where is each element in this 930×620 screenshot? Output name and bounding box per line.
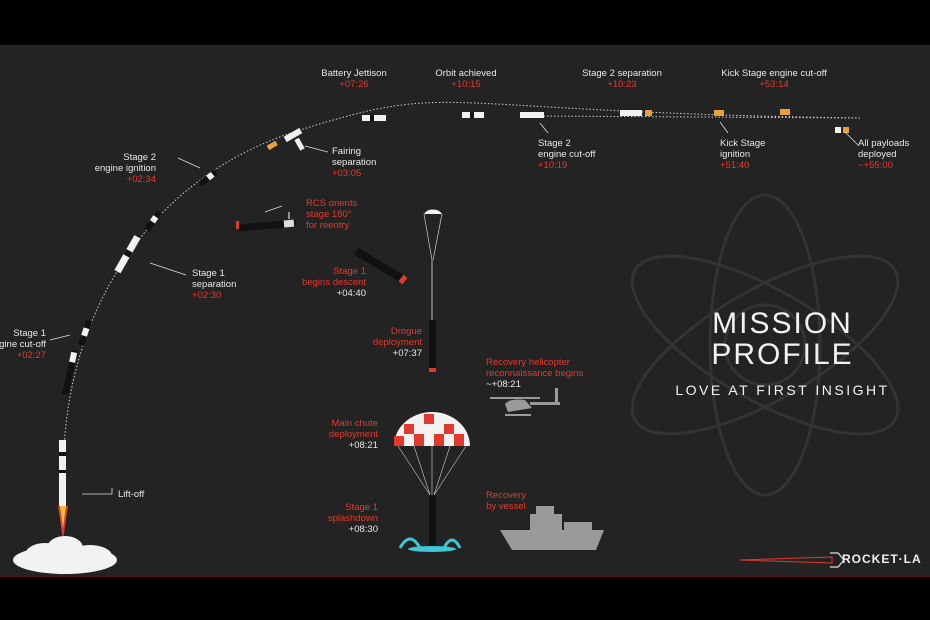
event-label-line2: engine ignition: [94, 163, 156, 174]
liftoff-callout: Lift-off: [118, 489, 144, 500]
event-time: +03:05: [332, 168, 362, 179]
event-label-line2: begins descent: [302, 277, 366, 288]
title-line1: MISSION: [712, 307, 853, 340]
rocket-lab-logo: [739, 552, 845, 568]
event-label-line1: Recovery: [485, 490, 527, 501]
orbit-line: [539, 115, 861, 119]
title-line2: PROFILE: [711, 338, 854, 371]
event-label-line2: deployment: [372, 337, 422, 348]
event-label-line2: ignition: [720, 149, 751, 160]
stage2-ignition-callout: Stage 2 engine ignition +02:34: [76, 152, 156, 185]
event-label-line1: Fairing: [332, 146, 362, 157]
event-time: +02:34: [126, 174, 156, 185]
kick-stage-cutoff-callout: Kick Stage engine cut-off +53:14: [712, 68, 836, 90]
subtitle: LOVE AT FIRST INSIGHT: [675, 382, 890, 398]
event-label: Lift-off: [118, 489, 145, 500]
stage2-cutoff-callout: Stage 2 engine cut-off +10:19: [538, 138, 595, 171]
event-time: +07:37: [392, 348, 422, 359]
event-label-line1: Stage 1: [192, 268, 225, 279]
event-label-line1: Main chute: [331, 418, 378, 429]
event-label: Battery Jettison: [321, 68, 387, 79]
event-label: Stage 2 separation: [582, 68, 662, 79]
stage2-separation-callout: Stage 2 separation +10:23: [576, 68, 668, 90]
event-time: +02:27: [16, 350, 46, 361]
event-label-line2: separation: [332, 157, 377, 168]
ascending-rocket-positions: [59, 109, 849, 506]
event-label-line2: engine cut-off: [538, 149, 596, 160]
stage1-descent-callout: Stage 1 begins descent +04:40: [288, 266, 366, 299]
event-label: Orbit achieved: [435, 68, 497, 79]
event-time: +10:23: [607, 79, 637, 90]
stage1-descent-graphics: [236, 209, 470, 552]
event-label-line1: Stage 2: [538, 138, 571, 149]
event-label-line2: by vessel: [486, 501, 526, 512]
event-label-line2: engine cut-off: [0, 339, 46, 350]
ascent-trajectory: [63, 101, 861, 451]
event-label-line2: deployed: [858, 149, 897, 160]
event-time: +10:15: [451, 79, 481, 90]
event-time: +08:21: [348, 440, 378, 451]
rcs-orient-callout: RCS orients stage 180° for reentry: [306, 198, 357, 231]
event-time: +10:19: [538, 160, 568, 171]
event-time: +08:30: [348, 524, 378, 535]
event-time: +51:40: [720, 160, 750, 171]
event-time: +07:26: [339, 79, 369, 90]
atom-emblem-watermark: [630, 193, 900, 497]
splashdown-callout: Stage 1 splashdown +08:30: [298, 502, 378, 535]
event-label-line1: Stage 2: [123, 152, 156, 163]
event-label-line2: splashdown: [327, 513, 378, 524]
event-label-line2: reconnaissance begins: [486, 368, 584, 379]
event-time: ~+55:00: [858, 160, 893, 171]
orbit-achieved-callout: Orbit achieved +10:15: [426, 68, 506, 90]
recovery-vessel-callout: Recovery by vessel: [476, 490, 536, 512]
callout-lines: [49, 121, 859, 495]
helicopter-recon-callout: Recovery helicopter reconnaissance begin…: [486, 357, 583, 390]
event-label-line1: Stage 1: [13, 328, 46, 339]
diagram-panel: [0, 45, 930, 577]
event-label-line2: separation: [192, 279, 237, 290]
event-label-line1: Stage 1: [333, 266, 366, 277]
event-label-line1: RCS orients: [306, 198, 358, 209]
helicopter-icon: [490, 388, 560, 416]
stage1-separation-callout: Stage 1 separation +02:30: [192, 268, 236, 301]
event-label-line1: Drogue: [390, 326, 422, 337]
event-label-line1: Kick Stage: [720, 138, 766, 149]
event-label-line3: for reentry: [306, 220, 350, 231]
launch-exhaust-cloud: [13, 506, 117, 574]
event-label-line2: deployment: [328, 429, 378, 440]
event-label-line1: Stage 1: [345, 502, 378, 513]
recovery-ship-icon: [500, 506, 604, 550]
event-time: +04:40: [336, 288, 366, 299]
event-time: +53:14: [759, 79, 789, 90]
battery-jettison-callout: Battery Jettison +07:26: [316, 68, 392, 90]
brand-wordmark: ROCKET·LA: [842, 552, 922, 566]
fairing-separation-callout: Fairing separation +03:05: [332, 146, 376, 179]
event-time: ~+08:21: [486, 379, 521, 390]
main-chute-callout: Main chute deployment +08:21: [298, 418, 378, 451]
event-time: +02:30: [192, 290, 222, 301]
stage1-cutoff-callout: Stage 1 engine cut-off +02:27: [0, 328, 46, 361]
drogue-deployment-callout: Drogue deployment +07:37: [344, 326, 422, 359]
event-label-line2: stage 180°: [306, 209, 352, 220]
event-label: Kick Stage engine cut-off: [721, 68, 827, 79]
event-label-line1: Recovery helicopter: [486, 357, 570, 368]
kick-stage-ignition-callout: Kick Stage ignition +51:40: [720, 138, 765, 171]
payloads-deployed-callout: All payloads deployed ~+55:00: [858, 138, 909, 171]
event-label-line1: All payloads: [858, 138, 910, 149]
